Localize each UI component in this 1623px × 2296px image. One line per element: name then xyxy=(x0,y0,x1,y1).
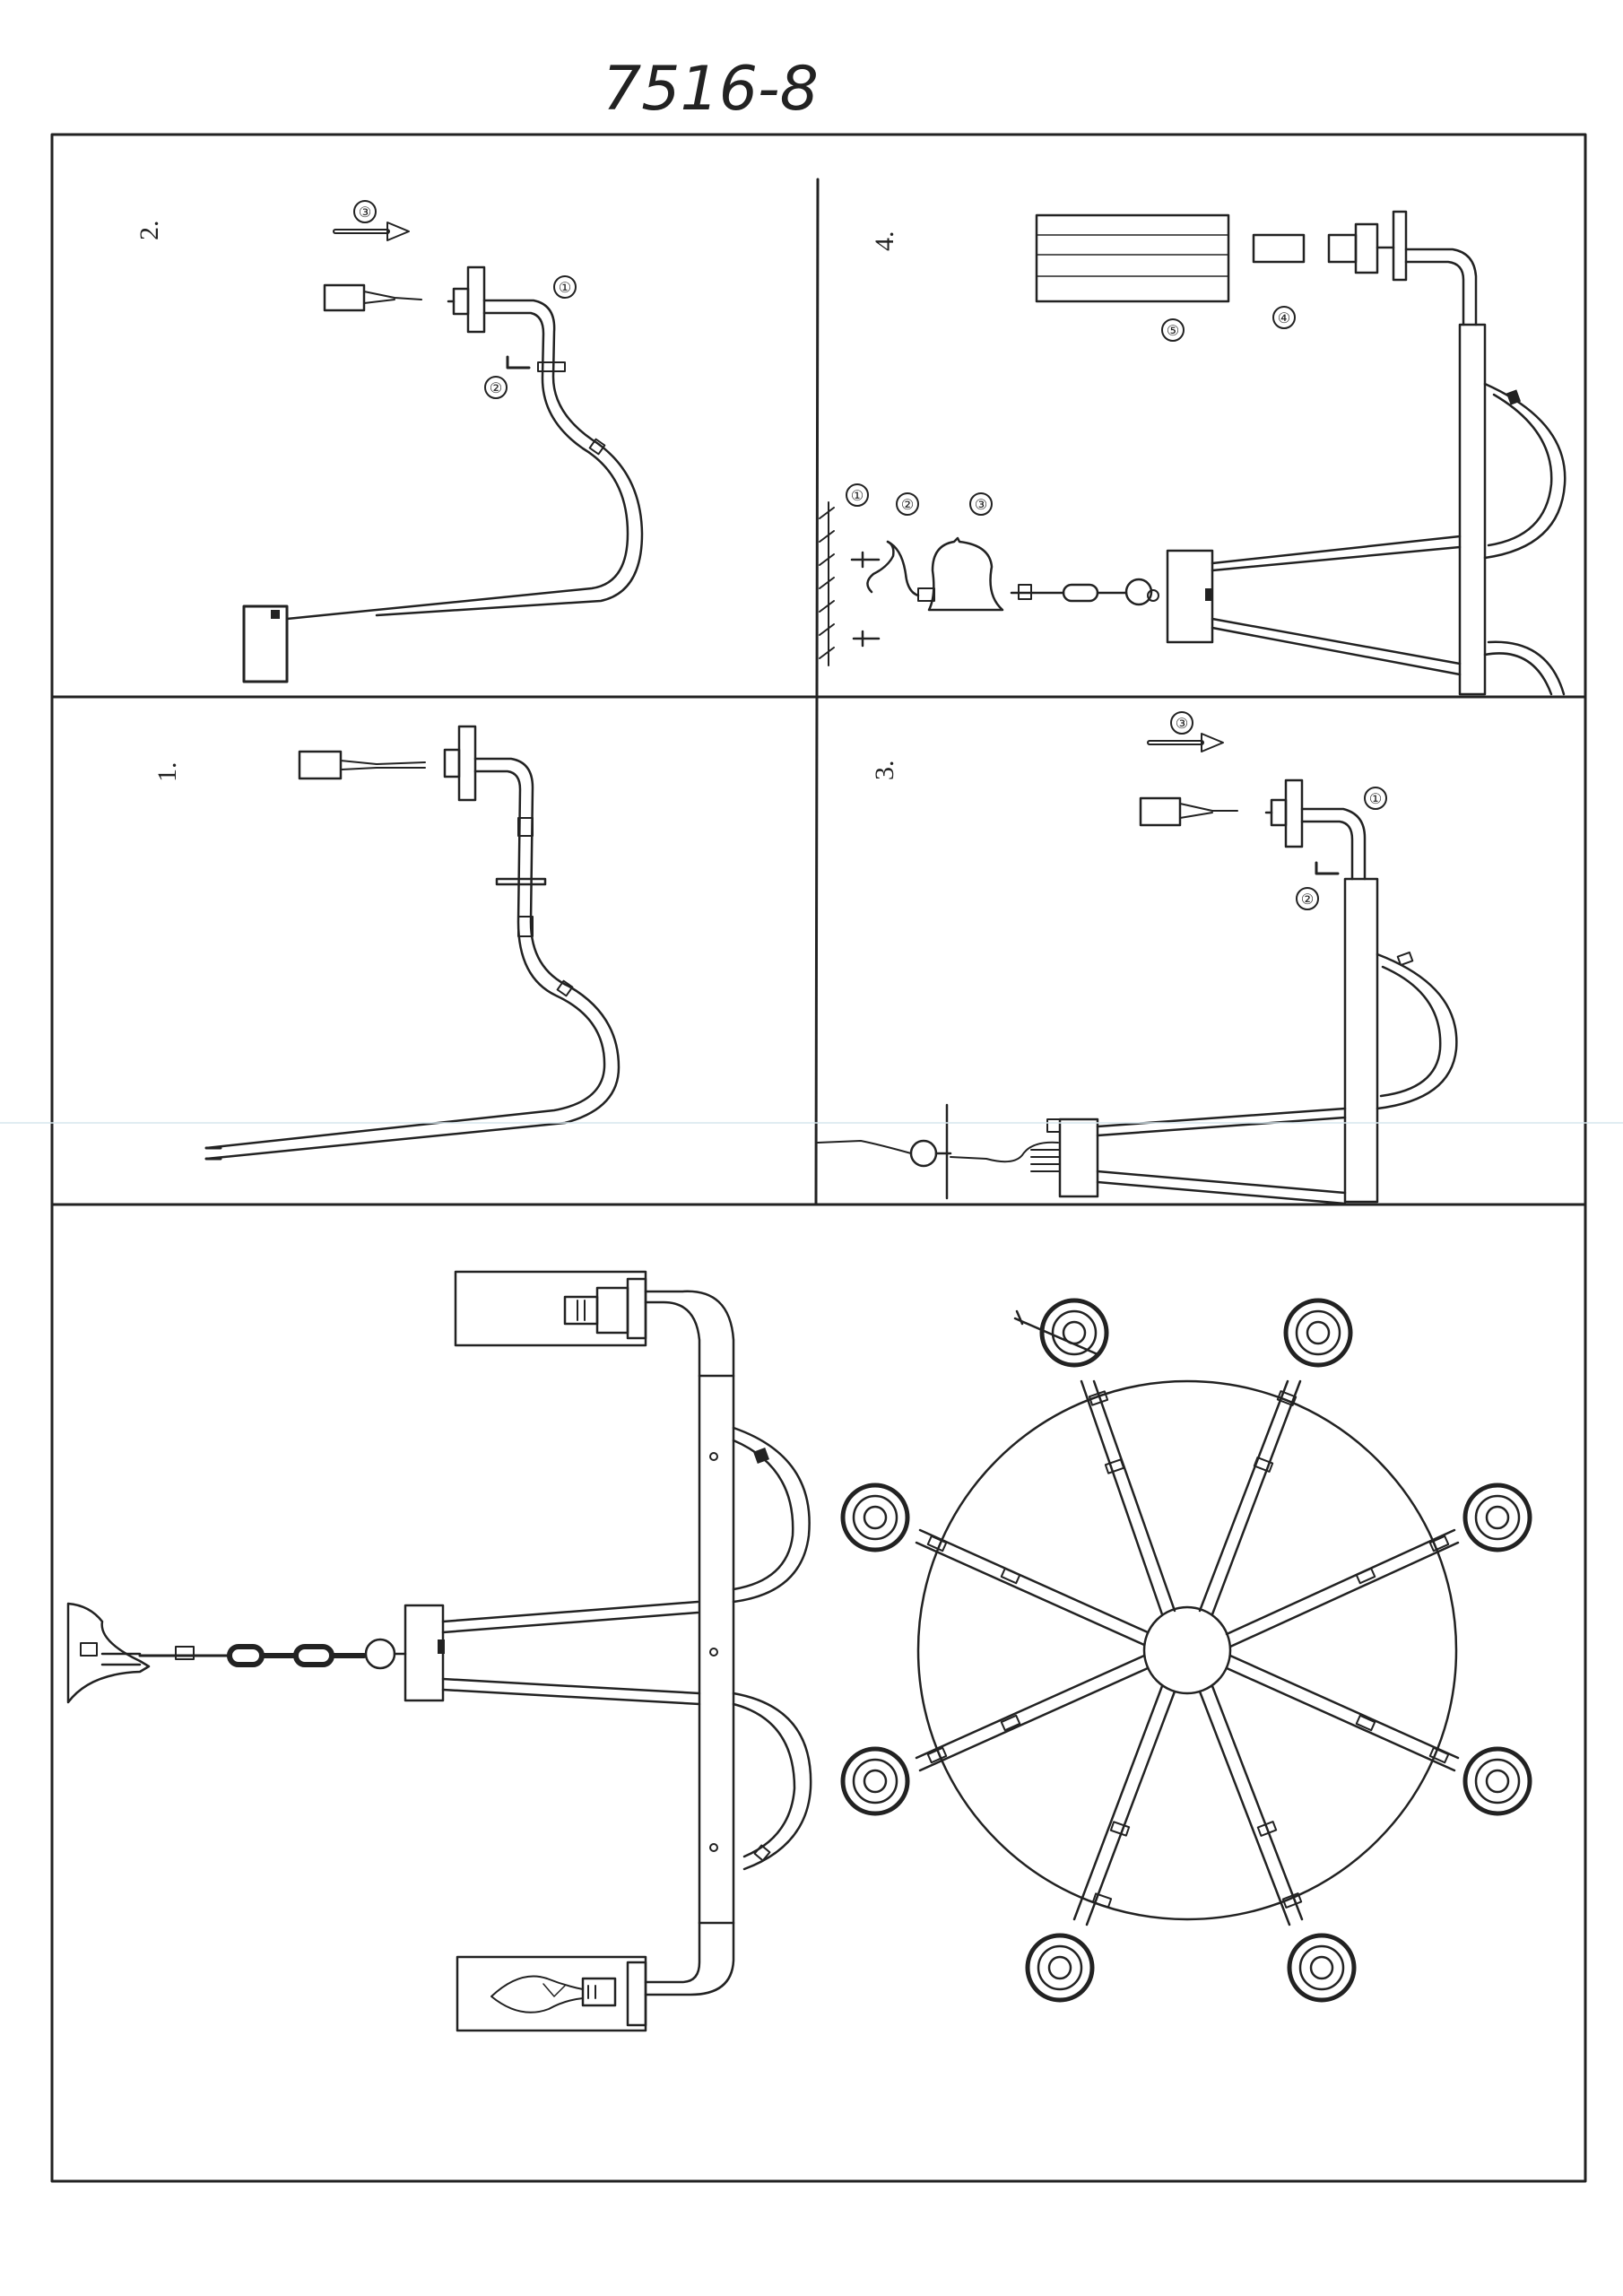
callout-1: ① xyxy=(553,275,577,299)
arrow-icon xyxy=(333,222,410,241)
ceiling-hook xyxy=(866,540,895,594)
glass-shade xyxy=(454,1270,647,1347)
callout-2: ② xyxy=(484,376,508,399)
svg-text:⑤: ⑤ xyxy=(1167,324,1179,339)
svg-text:②: ② xyxy=(490,381,502,396)
page-frame xyxy=(50,133,1587,2183)
step-number: 4. xyxy=(870,231,899,252)
panel-step-1: 1. xyxy=(152,725,621,1161)
svg-text:③: ③ xyxy=(975,498,987,513)
chain xyxy=(138,1644,367,1667)
assembled-top-view xyxy=(840,1298,1532,2003)
step-number: 3. xyxy=(870,761,899,781)
flame-bulb-icon xyxy=(490,1975,584,2013)
panel-step-2: 2. ③ ① xyxy=(135,200,644,683)
glass-shade xyxy=(1035,213,1230,303)
center-column xyxy=(1458,323,1487,696)
callout-2: ② xyxy=(1296,887,1319,910)
glass-shade xyxy=(456,1955,647,2032)
center-body xyxy=(1058,1118,1099,1198)
shade-ring xyxy=(1252,233,1306,264)
svg-text:①: ① xyxy=(1369,792,1382,807)
chandelier-arm xyxy=(204,757,621,1161)
assembled-side-view xyxy=(66,1270,812,2032)
svg-text:①: ① xyxy=(851,489,864,504)
candle-cup xyxy=(447,265,486,334)
center-column xyxy=(698,1374,735,1925)
svg-text:②: ② xyxy=(901,498,914,513)
center-hub xyxy=(1142,1605,1232,1695)
ceiling-hatch xyxy=(819,501,835,666)
model-number: 7516-8 xyxy=(603,54,819,125)
candle-cups xyxy=(840,1298,1532,2003)
svg-text:①: ① xyxy=(559,281,571,296)
panel-step-4: 4. ⑤ ④ xyxy=(819,210,1567,696)
chain-link xyxy=(1062,583,1099,603)
callout-3: ③ xyxy=(1170,711,1193,735)
panel-step-3: 3. ③ ① ② xyxy=(817,711,1458,1205)
spokes xyxy=(915,1379,1460,1926)
callout-4: ④ xyxy=(1272,306,1296,329)
spoke-bands xyxy=(926,1390,1450,1909)
outer-ring xyxy=(916,1379,1458,1921)
center-column xyxy=(1343,877,1379,1204)
svg-text:③: ③ xyxy=(359,205,371,221)
center-body xyxy=(404,1604,445,1702)
callout-5: ⑤ xyxy=(1161,318,1185,342)
callout-2: ② xyxy=(896,492,919,516)
step-number: 1. xyxy=(152,762,182,783)
ceiling-canopy xyxy=(66,1602,151,1704)
arrow-icon xyxy=(1147,733,1224,752)
callout-3: ③ xyxy=(353,200,377,223)
svg-text:④: ④ xyxy=(1278,311,1290,326)
candle-socket xyxy=(323,283,366,312)
callout-1: ① xyxy=(846,483,869,507)
ceiling-canopy xyxy=(927,536,1004,612)
callout-1: ① xyxy=(1364,787,1387,810)
svg-text:③: ③ xyxy=(1176,717,1188,732)
svg-text:②: ② xyxy=(1301,892,1314,908)
chandelier-arm xyxy=(375,299,644,617)
callout-3: ③ xyxy=(969,492,993,516)
candle-socket xyxy=(298,750,343,780)
candle-socket xyxy=(1139,796,1182,827)
junction-box xyxy=(242,604,289,683)
step-number: 2. xyxy=(135,221,164,241)
